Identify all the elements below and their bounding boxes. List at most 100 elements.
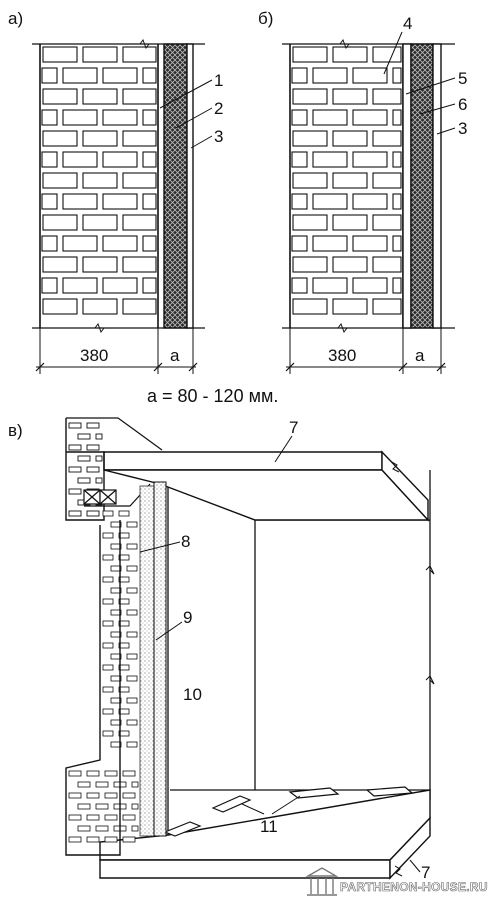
brick <box>332 130 368 147</box>
brick <box>102 576 114 583</box>
brick <box>77 781 91 788</box>
brick <box>104 814 118 821</box>
brick <box>82 214 118 231</box>
brick <box>352 235 388 252</box>
brick <box>102 730 114 737</box>
brick <box>104 836 118 843</box>
brick <box>42 130 78 147</box>
brick <box>122 814 136 821</box>
leader-4 <box>383 31 403 75</box>
leader-5 <box>405 77 456 95</box>
brick <box>122 836 136 843</box>
brick <box>68 770 82 777</box>
brick <box>372 130 402 147</box>
brick <box>86 792 100 799</box>
brick <box>312 151 348 168</box>
brick <box>110 543 122 550</box>
brick <box>62 235 98 252</box>
floor-slab <box>99 789 431 880</box>
upper-brickwork <box>68 422 103 517</box>
brick <box>142 151 157 168</box>
wall-insulation <box>139 485 155 837</box>
brick <box>102 67 138 84</box>
brick <box>82 256 118 273</box>
brick <box>122 256 157 273</box>
brick <box>392 277 402 294</box>
brick <box>102 686 114 693</box>
brick <box>82 88 118 105</box>
brick <box>352 151 388 168</box>
brick <box>392 151 402 168</box>
brick <box>292 130 328 147</box>
temple-icon <box>305 867 339 896</box>
brick <box>102 554 114 561</box>
room-outline <box>159 470 431 835</box>
brick <box>62 67 98 84</box>
brick <box>118 708 130 715</box>
brick <box>122 88 157 105</box>
callout-7a: 7 <box>289 418 298 437</box>
brick <box>86 444 100 451</box>
panel-a-bottom-break <box>94 322 105 334</box>
brick <box>142 109 157 126</box>
panel-a-dim-main: 380 <box>80 346 108 365</box>
brick <box>126 675 138 682</box>
brick <box>118 642 130 649</box>
brick <box>352 67 388 84</box>
brick <box>62 193 98 210</box>
right-break-2 <box>425 675 435 685</box>
brick <box>68 792 82 799</box>
brick <box>95 477 103 484</box>
brick <box>312 109 348 126</box>
brick <box>102 193 138 210</box>
brick <box>102 109 138 126</box>
brick <box>142 193 157 210</box>
lintel-block <box>83 489 117 505</box>
floor-break <box>394 865 403 877</box>
upper-brick-outline <box>65 418 105 521</box>
brick <box>292 214 328 231</box>
brick <box>110 587 122 594</box>
brick <box>312 193 348 210</box>
ceiling-slab <box>103 450 430 522</box>
brick <box>42 256 78 273</box>
leader-1 <box>159 79 213 109</box>
brick <box>110 653 122 660</box>
brick <box>118 576 130 583</box>
brick <box>102 235 138 252</box>
panel-a-brickwork <box>41 46 157 315</box>
brick <box>142 235 157 252</box>
panel-c-letter: в) <box>8 421 23 440</box>
brick <box>86 466 100 473</box>
brick <box>291 277 308 294</box>
brick <box>95 433 103 440</box>
brick <box>86 510 100 517</box>
brick <box>126 631 138 638</box>
watermark-text: PARTHENON-HOUSE.RU <box>340 880 488 894</box>
brick <box>122 214 157 231</box>
brick <box>118 598 130 605</box>
panel-b-cladding <box>432 43 442 329</box>
brick <box>392 67 402 84</box>
panel-b-top-break <box>339 38 350 50</box>
upper-brick-top <box>66 417 163 451</box>
callout-10: 10 <box>183 685 202 704</box>
brick <box>102 151 138 168</box>
brick <box>68 814 82 821</box>
brick <box>82 172 118 189</box>
brick <box>95 825 109 832</box>
brick <box>86 770 100 777</box>
brick <box>77 825 91 832</box>
brick <box>292 46 328 63</box>
callout-3a: 3 <box>214 127 223 146</box>
brick <box>372 298 402 315</box>
brick <box>126 741 138 748</box>
panel-a-letter: а) <box>8 9 23 28</box>
brick <box>126 587 138 594</box>
brick <box>102 277 138 294</box>
brick <box>42 172 78 189</box>
brick <box>95 781 109 788</box>
panel-a-top-break <box>139 38 150 50</box>
brick <box>68 422 82 429</box>
